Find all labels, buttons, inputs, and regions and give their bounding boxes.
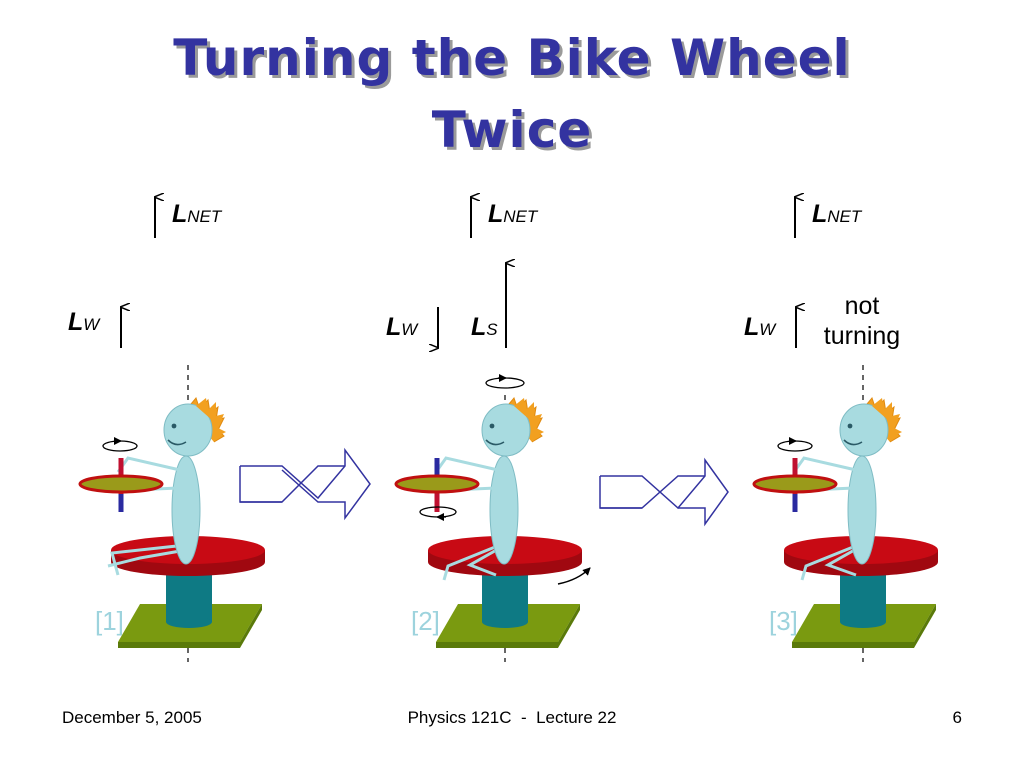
l-net-label-2: LNET [488, 200, 538, 228]
pedestal [166, 570, 212, 622]
figure-2 [394, 374, 591, 662]
footer-page-number: 6 [952, 708, 962, 727]
not-turning-note: not turning [812, 291, 912, 351]
not-turning-line-2: turning [823, 322, 901, 350]
step-label-1: [1] [95, 606, 124, 636]
l-w-label-1: LW [68, 308, 100, 336]
l-net-label-1: LNET [172, 200, 222, 228]
l-w-label-2: LW [386, 313, 418, 341]
title-line-1: Turning the Bike Wheel [173, 29, 851, 87]
l-w-label-3: LW [744, 313, 776, 341]
figure-1 [78, 365, 265, 662]
not-turning-line-1: not [844, 292, 880, 320]
bike-wheel [78, 474, 164, 494]
figure-3 [752, 365, 938, 662]
l-s-label-2: LS [471, 313, 498, 341]
step-label-2: [2] [411, 606, 440, 636]
transition-arrow-1 [239, 447, 371, 521]
transition-arrow-2 [599, 457, 729, 527]
title-line-2: Twice [431, 101, 593, 159]
footer-course: Physics 121C - Lecture 22 [407, 708, 617, 727]
l-net-label-3: LNET [812, 200, 862, 228]
slide-title: Turning the Bike Wheel Twice [0, 22, 1024, 166]
step-label-3: [3] [769, 606, 798, 636]
footer-date: December 5, 2005 [62, 708, 202, 727]
